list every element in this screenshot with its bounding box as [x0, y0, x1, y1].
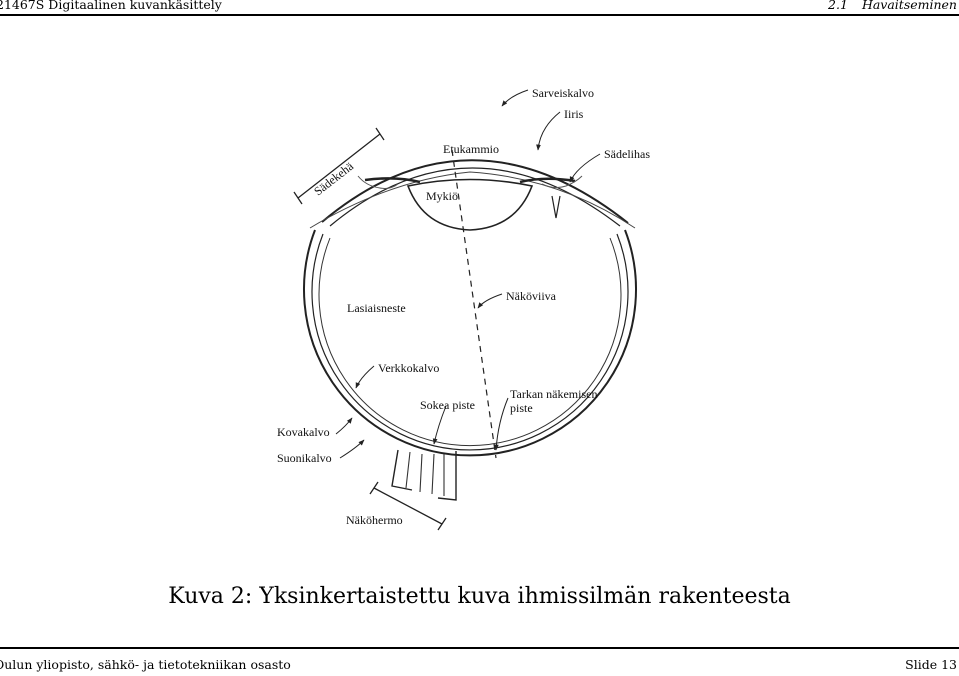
slide-header: 21467S Digitaalinen kuvankäsittely 2.1 Ha… — [0, 0, 959, 16]
university-department: Oulun yliopisto, sähkö- ja tietotekniika… — [0, 657, 291, 672]
label-verkkokalvo: Verkkokalvo — [378, 361, 439, 375]
label-nakoviiva: Näköviiva — [506, 289, 557, 303]
sclera-outer — [303, 229, 637, 457]
label-etukammio: Etukammio — [443, 142, 499, 156]
slide-number: Slide 13 — [905, 657, 957, 672]
label-sadelihas: Sädelihas — [604, 147, 650, 161]
slide-footer: Oulun yliopisto, sähkö- ja tietotekniika… — [0, 647, 959, 676]
sadekeha-bracket — [293, 127, 385, 205]
visual-axis — [451, 149, 497, 459]
optic-nerve-fibers — [405, 451, 445, 496]
eye-diagram-svg: Sarveiskalvo Iiris Sädelihas Etukammio M… — [277, 86, 650, 531]
ciliary-left — [357, 175, 399, 189]
label-sadekeha: Sädekehä — [311, 159, 356, 199]
figure-caption: Kuva 2: Yksinkertaistettu kuva ihmissilm… — [168, 584, 791, 609]
cornea — [321, 159, 629, 224]
iris-left — [364, 177, 421, 184]
cornea-inner — [329, 167, 621, 227]
label-sokea-piste: Sokea piste — [420, 398, 475, 412]
label-nakohermo: Näköhermo — [346, 513, 403, 527]
label-iris: Iiris — [564, 107, 584, 121]
label-sarveiskalvo: Sarveiskalvo — [532, 86, 594, 100]
label-suonikalvo: Suonikalvo — [277, 451, 332, 465]
iris-right — [519, 177, 576, 184]
ciliary-muscle — [551, 195, 561, 219]
optic-nerve-left — [391, 449, 413, 491]
section-title: Havaitseminen — [861, 0, 957, 12]
optic-nerve-right — [437, 451, 457, 501]
label-tarkan-line1: Tarkan näkemisen — [510, 387, 597, 401]
section-heading: 2.1 Havaitseminen — [828, 0, 957, 12]
label-tarkan-line2: piste — [510, 401, 533, 415]
eye-diagram: Sarveiskalvo Iiris Sädelihas Etukammio M… — [270, 78, 670, 548]
course-title: 21467S Digitaalinen kuvankäsittely — [0, 0, 222, 12]
ciliary-band — [309, 171, 636, 229]
lens — [406, 178, 534, 231]
nakohermo-bracket — [369, 481, 447, 531]
label-mykio: Mykiö — [426, 189, 458, 203]
ciliary-right — [541, 175, 583, 189]
section-number: 2.1 — [828, 0, 848, 12]
sclera-inner — [311, 233, 629, 451]
label-kovakalvo: Kovakalvo — [277, 425, 330, 439]
label-lasiaisneste: Lasiaisneste — [347, 301, 406, 315]
retina-layer — [318, 237, 622, 447]
